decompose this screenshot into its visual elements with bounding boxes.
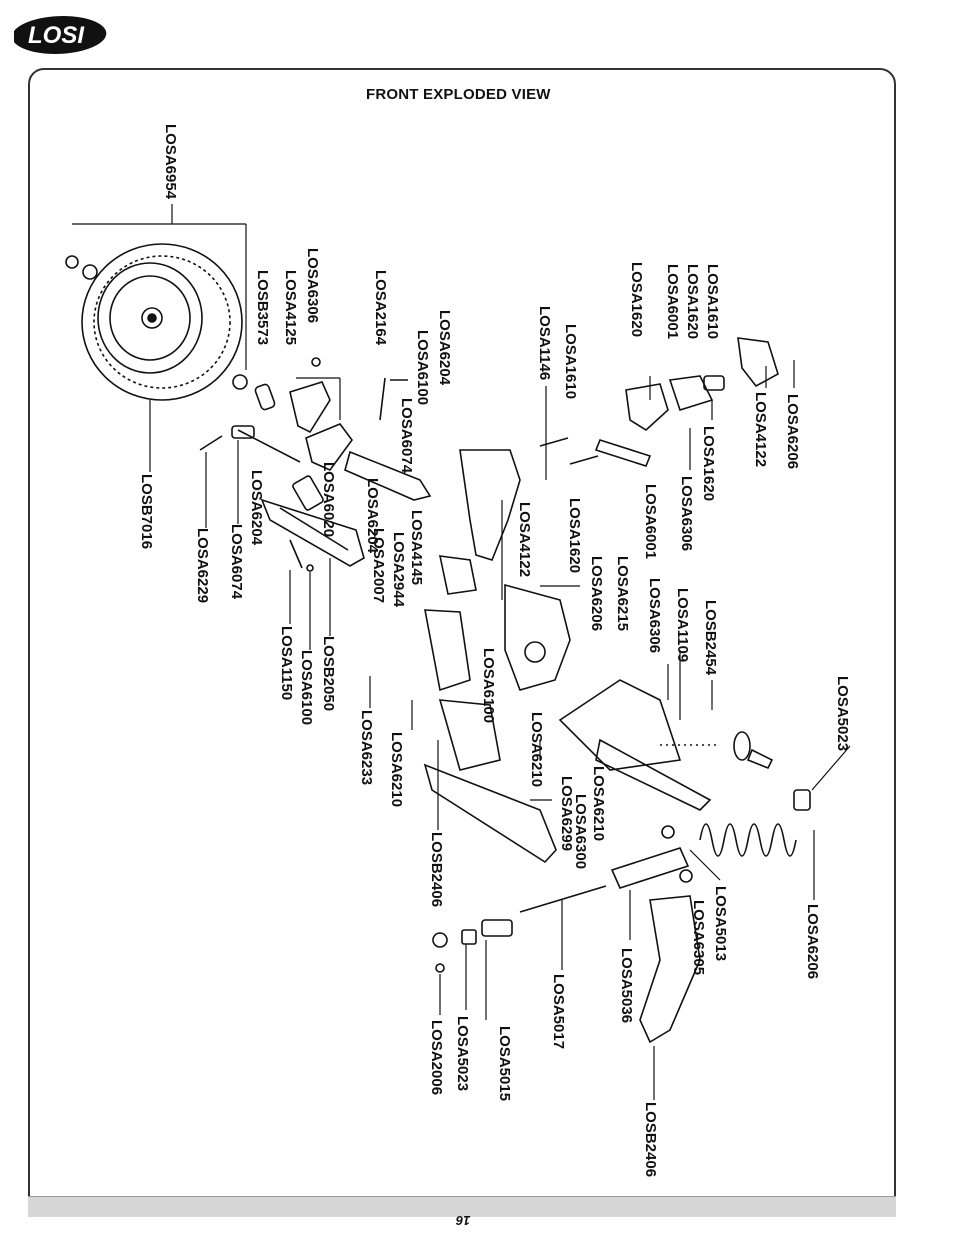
part-label: LOSA1620 bbox=[566, 498, 583, 573]
part-label: LOSA6306 bbox=[304, 248, 321, 323]
part-label: LOSA6074 bbox=[228, 524, 245, 600]
leader-lines bbox=[72, 204, 851, 1100]
part-label: LOSA6100 bbox=[414, 330, 431, 405]
front-bumper bbox=[423, 609, 557, 864]
part-label: LOSB2406 bbox=[428, 832, 445, 907]
part-label: LOSA5013 bbox=[712, 886, 729, 961]
part-label: LOSA2006 bbox=[428, 1020, 445, 1095]
part-label: LOSA6100 bbox=[480, 648, 497, 723]
part-label: LOSA6204 bbox=[436, 310, 453, 386]
page-title: FRONT EXPLODED VIEW bbox=[366, 86, 551, 103]
part-label: LOSA6229 bbox=[194, 528, 211, 603]
knuckle-parts bbox=[289, 381, 432, 511]
part-label: LOSA1150 bbox=[278, 626, 295, 700]
part-drawings bbox=[65, 243, 811, 1044]
part-label: LOSA6233 bbox=[358, 710, 375, 785]
part-label: LOSA5036 bbox=[618, 948, 635, 1023]
part-label: LOSA5023 bbox=[834, 676, 851, 751]
lower-mount-arm bbox=[639, 895, 701, 1044]
part-label: LOSA6204 bbox=[364, 478, 381, 554]
part-label: LOSA1109 bbox=[674, 588, 691, 662]
part-label: LOSA1610 bbox=[562, 324, 579, 399]
part-label: LOSA6210 bbox=[388, 732, 405, 807]
part-label: LOSA4122 bbox=[752, 392, 769, 467]
part-label: LOSA6020 bbox=[320, 462, 337, 537]
part-label: LOSA6074 bbox=[398, 398, 415, 474]
part-label: LOSA1610 bbox=[704, 264, 721, 339]
shock-body bbox=[432, 825, 693, 973]
part-label: LOSA4145 bbox=[408, 510, 425, 585]
shock-spring bbox=[699, 789, 811, 857]
part-label: LOSA4125 bbox=[282, 270, 299, 345]
part-label: LOSA6954 bbox=[162, 124, 179, 200]
part-label: LOSA6204 bbox=[248, 470, 265, 546]
part-label: LOSA6210 bbox=[528, 712, 545, 787]
part-label: LOSA1146 bbox=[536, 306, 553, 380]
part-label: LOSA5015 bbox=[496, 1026, 513, 1101]
part-label: LOSB2454 bbox=[702, 600, 719, 676]
part-label: LOSA5017 bbox=[550, 974, 567, 1049]
part-label: LOSA2007 bbox=[370, 528, 387, 603]
part-label: LOSA6001 bbox=[642, 484, 659, 559]
part-label: LOSA2164 bbox=[372, 270, 389, 346]
part-labels: LOSA6954 LOSB7016 LOSA6229 LOSA6074 LOSA… bbox=[138, 124, 851, 1177]
part-label: LOSA6206 bbox=[784, 394, 801, 469]
wheel-assembly bbox=[65, 243, 248, 401]
bulkhead bbox=[438, 449, 571, 691]
part-label: LOSA4122 bbox=[516, 502, 533, 577]
part-label: LOSA1620 bbox=[700, 426, 717, 501]
part-label: LOSA6299 bbox=[558, 776, 575, 851]
part-label: LOSB7016 bbox=[138, 474, 155, 549]
part-label: LOSB2050 bbox=[320, 636, 337, 711]
part-label: LOSA1620 bbox=[628, 262, 645, 337]
part-label: LOSA6206 bbox=[804, 904, 821, 979]
losi-logo: LOSI bbox=[14, 16, 107, 54]
footer-band bbox=[28, 1196, 896, 1217]
part-label: LOSB2406 bbox=[642, 1102, 659, 1177]
part-label: LOSA6215 bbox=[614, 556, 631, 631]
part-label: LOSA6305 bbox=[690, 900, 707, 975]
part-label: LOSA6210 bbox=[590, 766, 607, 841]
part-label: LOSA6306 bbox=[678, 476, 695, 551]
left-hardware bbox=[199, 357, 408, 572]
part-label: LOSA6300 bbox=[572, 794, 589, 869]
brand-wordmark: LOSI bbox=[28, 22, 85, 49]
part-label: LOSA1620 bbox=[684, 264, 701, 339]
part-label: LOSA6206 bbox=[588, 556, 605, 631]
page-frame bbox=[28, 68, 896, 1214]
part-label: LOSB3573 bbox=[254, 270, 271, 345]
part-label: LOSA6001 bbox=[664, 264, 681, 339]
part-label: LOSA2944 bbox=[390, 532, 407, 608]
part-label: LOSA6100 bbox=[298, 650, 315, 725]
shock-tower bbox=[558, 679, 774, 811]
part-label: LOSA5023 bbox=[454, 1016, 471, 1091]
lower-arm bbox=[260, 498, 365, 567]
part-label: LOSA6306 bbox=[646, 578, 663, 653]
